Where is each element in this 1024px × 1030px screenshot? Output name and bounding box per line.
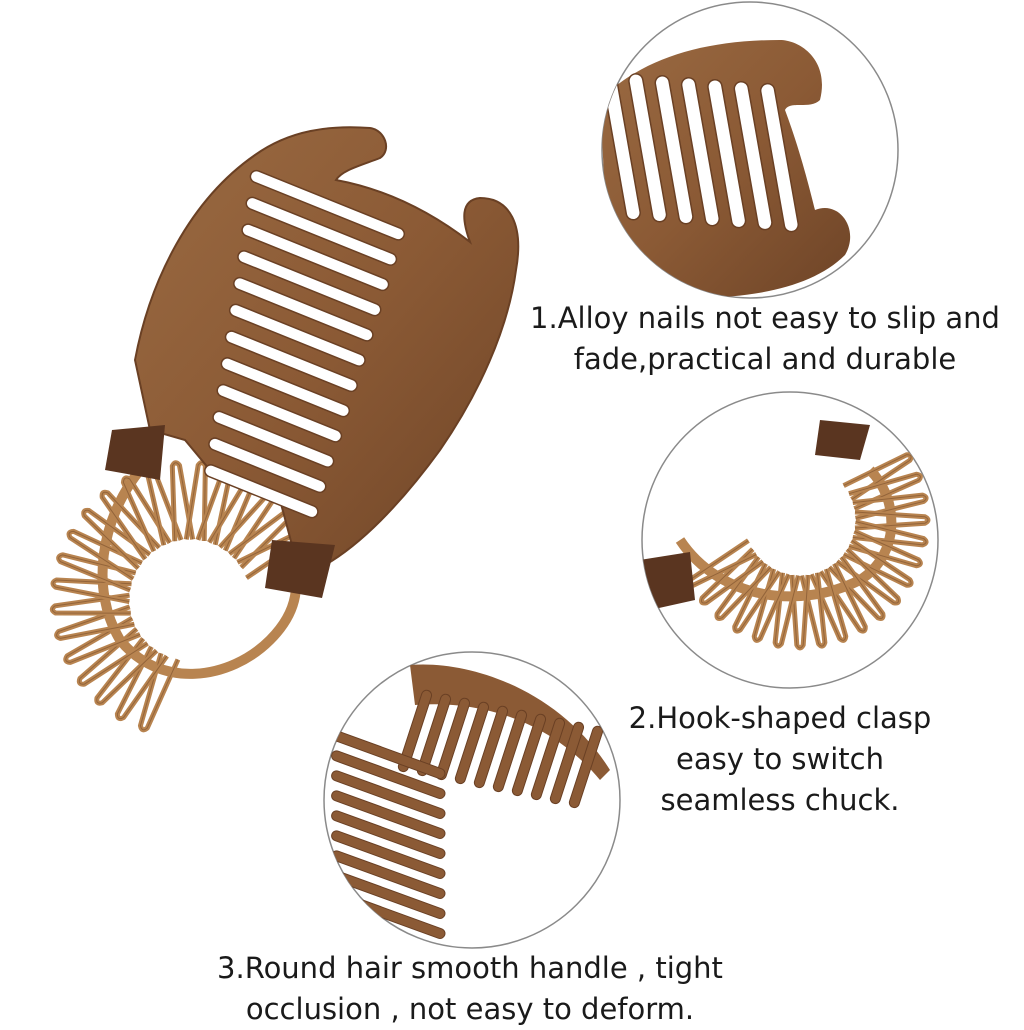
folding-teeth — [49, 460, 313, 733]
feature-caption-2: 2.Hook-shaped clasp easy to switch seaml… — [600, 698, 960, 821]
hinge-right — [265, 540, 335, 598]
detail-circle-1 — [601, 1, 899, 299]
main-clip-image — [49, 126, 520, 733]
feature-caption-1: 1.Alloy nails not easy to slip and fade,… — [530, 298, 1000, 380]
feature-3-line-2: occlusion , not easy to deform. — [245, 992, 695, 1026]
feature-2-line-2: easy to switch — [675, 742, 884, 776]
clip-slots — [204, 169, 406, 519]
feature-3-line-1: 3.Round hair smooth handle , tight — [217, 951, 723, 985]
detail-circle-2 — [641, 391, 939, 689]
feature-2-line-3: seamless chuck. — [660, 783, 900, 817]
feature-2-line-1: 2.Hook-shaped clasp — [628, 701, 932, 735]
detail-circle-3 — [323, 651, 621, 949]
hinge-left — [105, 425, 165, 480]
feature-caption-3: 3.Round hair smooth handle , tight occlu… — [170, 948, 770, 1030]
feature-1-line-1: 1.Alloy nails not easy to slip and — [530, 301, 1000, 335]
feature-1-line-2: fade,practical and durable — [573, 342, 957, 376]
